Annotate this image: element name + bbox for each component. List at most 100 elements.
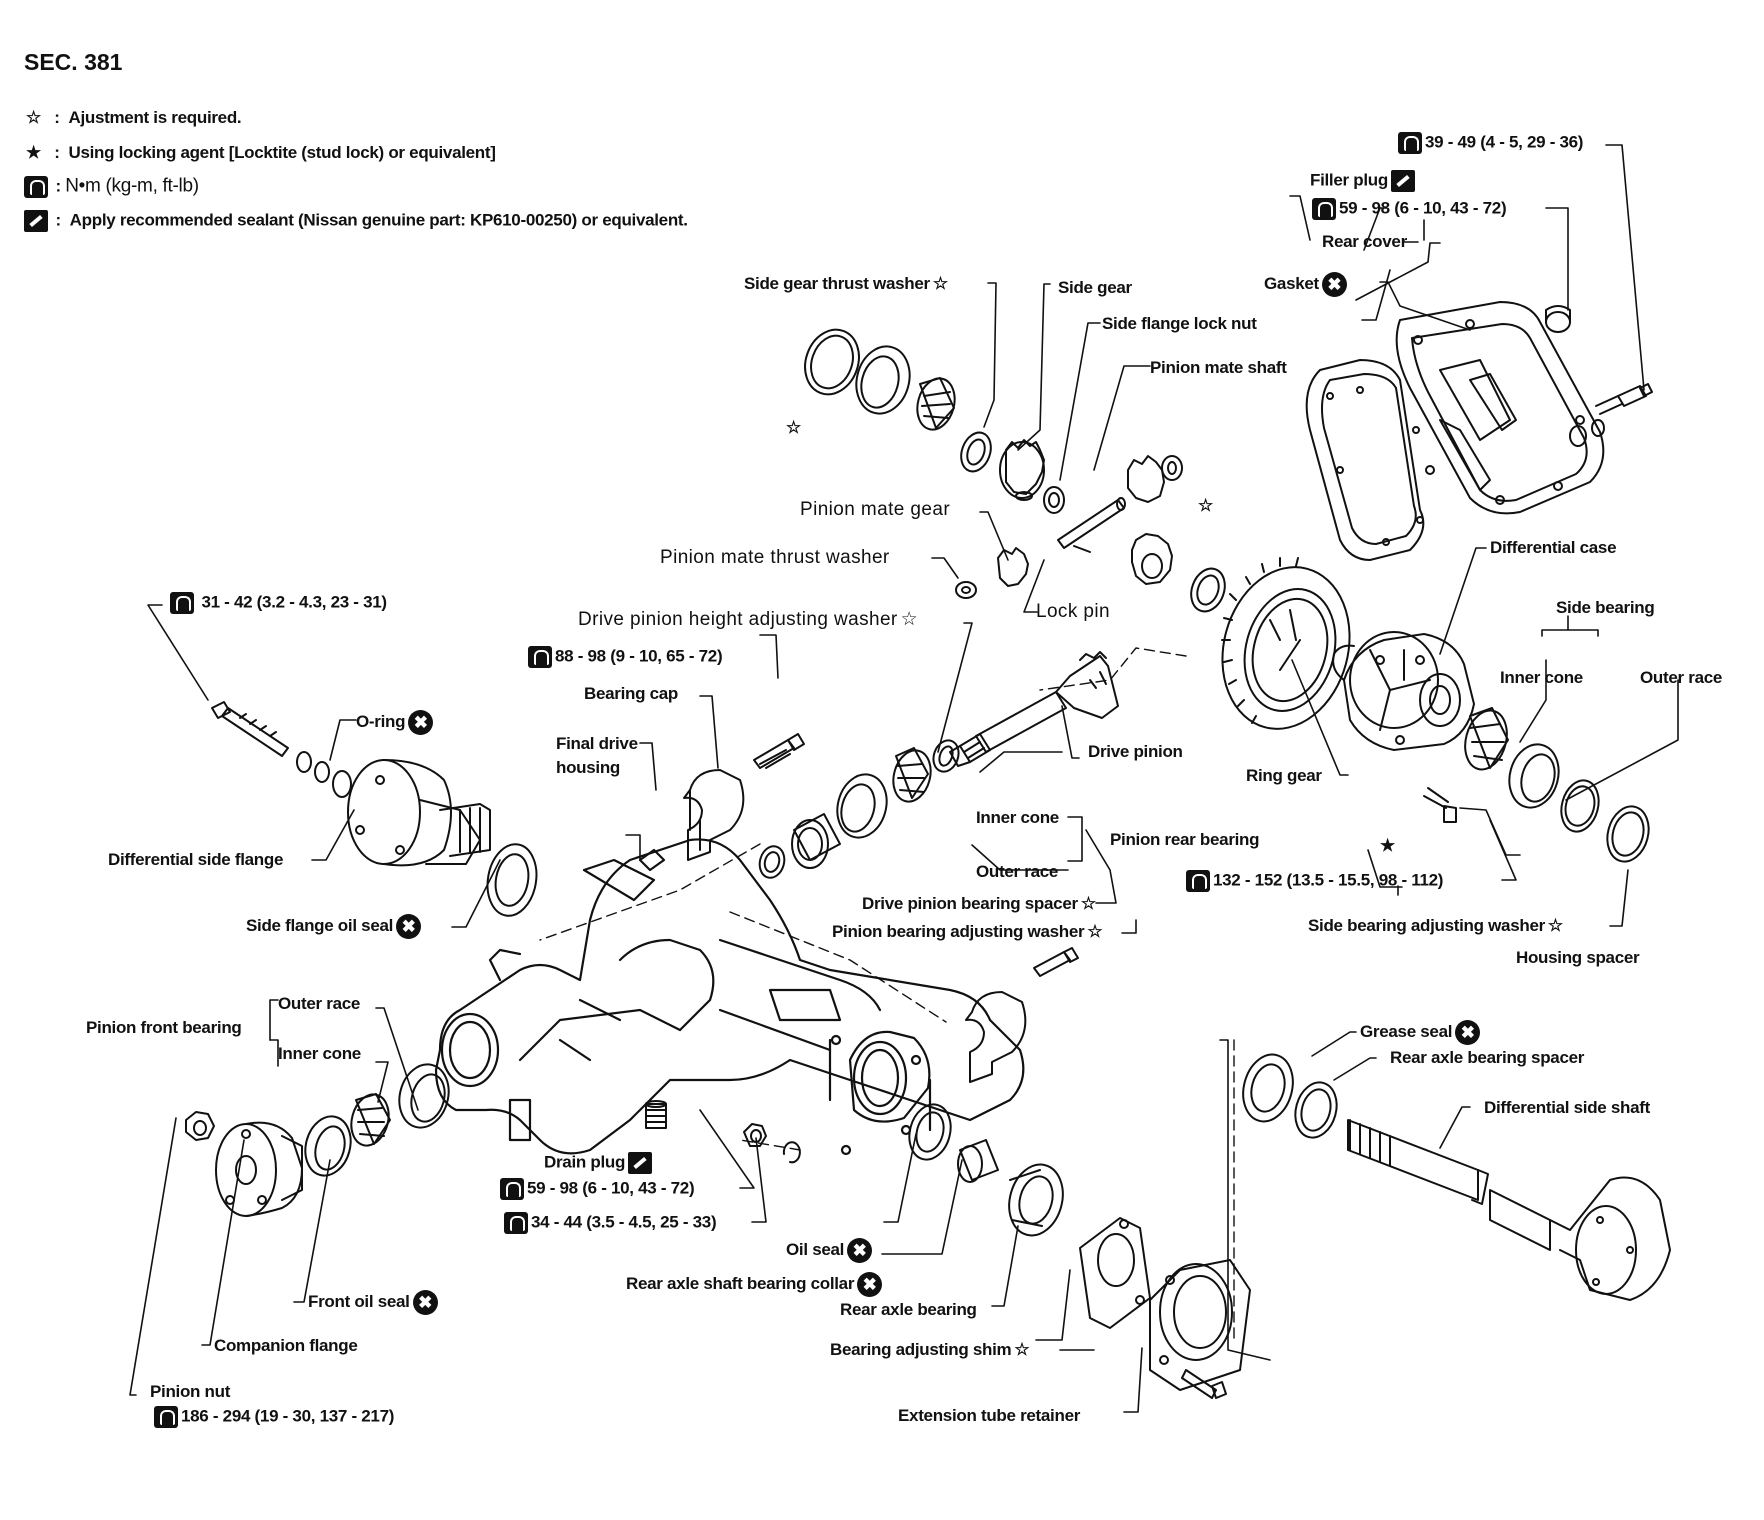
torque-bearing-cap: 88 - 98 (9 - 10, 65 - 72): [528, 646, 723, 668]
label-housing-spacer: Housing spacer: [1516, 948, 1640, 967]
filled-star-icon: ★: [26, 143, 41, 162]
label-final-drive-housing-line1: Final drive: [556, 734, 638, 753]
label-bearing-cap: Bearing cap: [584, 684, 679, 703]
grease-seal-part: [1242, 1053, 1294, 1123]
open-star-icon: ☆: [26, 108, 41, 127]
legend-adjustment: ☆ : Ajustment is required.: [26, 108, 242, 127]
drive-pinion-part: [949, 651, 1119, 767]
bracket-lines: [269, 999, 279, 1041]
drive-pinion-height-washer-part: [932, 739, 960, 773]
label-pinion-nut: Pinion nut: [150, 1382, 231, 1401]
bearing-cap-bolt-part: [753, 733, 805, 769]
torque-side-flange-bolt: 31 - 42 (3.2 - 4.3, 23 - 31): [170, 592, 387, 614]
replace-icon: ✖: [857, 1272, 883, 1297]
pinion-front-inner-cone-part: [350, 1093, 391, 1147]
label-rear-outer-race: Outer race: [976, 862, 1059, 881]
side-gear-thrust-washer-part: [804, 328, 860, 396]
housing-spacer-part: [1606, 805, 1650, 863]
torque-wrench-icon: [528, 646, 552, 668]
legend-sealant: : Apply recommended sealant (Nissan genu…: [24, 210, 688, 232]
side-flange-lock-nut-part: [1043, 486, 1065, 514]
torque-wrench-icon: [1312, 198, 1336, 220]
rear-cover-part: [1395, 301, 1605, 515]
extension-tube-retainer-part: [1149, 1259, 1251, 1391]
pinion-mate-gear-part: [997, 547, 1029, 587]
pinion-nut-part: [185, 1111, 215, 1141]
torque-pinion-nut: 186 - 294 (19 - 30, 137 - 217): [154, 1406, 394, 1428]
label-extension-tube-retainer: Extension tube retainer: [898, 1406, 1081, 1425]
oil-seal-part: [908, 1103, 952, 1161]
thrust-washer-lower-part: [1190, 567, 1226, 613]
label-rear-axle-bearing: Rear axle bearing: [840, 1300, 977, 1319]
open-star-icon: ☆: [1014, 1340, 1030, 1359]
label-differential-side-shaft: Differential side shaft: [1484, 1098, 1650, 1117]
label-differential-side-flange: Differential side flange: [108, 850, 284, 869]
center-lines: [539, 647, 1235, 1341]
side-gear-part: [999, 439, 1045, 501]
pinion-mate-thrust-washer-part: [955, 581, 977, 599]
open-star-icon: ☆: [1087, 922, 1103, 941]
bearing-cap-lower-part: [965, 947, 1079, 1083]
rear-axle-shaft-bearing-collar-part: [957, 1139, 999, 1183]
torque-wrench-icon: [1398, 132, 1422, 154]
label-lock-pin: Lock pin: [1036, 601, 1110, 622]
side-flange-washer-part: [296, 751, 352, 798]
open-star-icon: ☆: [1080, 894, 1096, 913]
label-pinion-mate-shaft: Pinion mate shaft: [1150, 358, 1287, 377]
label-grease-seal: Grease seal✖: [1360, 1020, 1481, 1045]
label-final-drive-housing-line2: housing: [556, 758, 620, 777]
side-bearing-race-part: [855, 345, 911, 415]
label-side-outer-race: Outer race: [1640, 668, 1723, 687]
label-rear-inner-cone: Inner cone: [976, 808, 1059, 827]
label-drive-pinion-height-adjusting-washer: Drive pinion height adjusting washer☆: [578, 609, 919, 630]
label-front-outer-race: Outer race: [278, 994, 361, 1013]
torque-nut: 34 - 44 (3.5 - 4.5, 25 - 33): [504, 1212, 717, 1234]
label-pinion-front-bearing: Pinion front bearing: [86, 1018, 242, 1037]
label-ring-gear: Ring gear: [1246, 766, 1322, 785]
torque-wrench-icon: [500, 1178, 524, 1200]
torque-drain-plug: 59 - 98 (6 - 10, 43 - 72): [500, 1178, 695, 1200]
label-drain-plug: Drain plug: [544, 1152, 655, 1174]
label-filler-plug: Filler plug: [1310, 170, 1418, 192]
label-companion-flange: Companion flange: [214, 1336, 358, 1355]
nut-part: [743, 1123, 801, 1164]
label-gasket: Gasket✖: [1264, 272, 1347, 297]
drain-plug-part: [645, 1100, 667, 1129]
open-star-icon: ☆: [1547, 916, 1563, 935]
final-drive-housing-part: [434, 838, 1025, 1156]
side-flange-oil-seal-part: [486, 843, 538, 917]
star-lower-washer: ☆: [1198, 496, 1213, 515]
label-front-inner-cone: Inner cone: [278, 1044, 361, 1063]
label-side-flange-lock-nut: Side flange lock nut: [1102, 314, 1257, 333]
torque-wrench-icon: [1186, 870, 1210, 892]
replace-icon: ✖: [412, 1290, 438, 1315]
replace-icon: ✖: [408, 710, 434, 735]
ring-gear-part: [1221, 557, 1351, 730]
pinion-bearing-adjusting-washer-part: [758, 845, 786, 879]
label-o-ring: O-ring✖: [356, 710, 434, 735]
differential-side-shaft-part: [1347, 1119, 1671, 1301]
sealant-icon: [1390, 170, 1415, 192]
label-rear-axle-bearing-spacer: Rear axle bearing spacer: [1390, 1048, 1585, 1067]
gasket-part: [1305, 359, 1425, 561]
replace-icon: ✖: [396, 914, 422, 939]
rear-axle-bearing-part: [1008, 1163, 1064, 1237]
legend-locking: ★ : Using locking agent [Locktite (stud …: [26, 143, 496, 162]
open-star-icon: ☆: [932, 274, 948, 293]
pinion-front-outer-race-part: [398, 1063, 450, 1129]
sealant-icon: [628, 1152, 653, 1174]
side-bearing-adjusting-washer-part: [1560, 779, 1600, 833]
pinion-mate-shaft-part: [1057, 497, 1126, 549]
torque-ring-gear-bolt: 132 - 152 (13.5 - 15.5, 98 - 112): [1186, 870, 1443, 892]
label-side-gear: Side gear: [1058, 278, 1132, 297]
section-number: SEC. 381: [24, 49, 123, 75]
differential-case-part: [1332, 631, 1475, 751]
side-bearing-cone-part: [916, 377, 956, 431]
label-pinion-mate-gear: Pinion mate gear: [800, 499, 951, 520]
pinion-rear-outer-race-part: [836, 773, 888, 839]
torque-wrench-icon: [154, 1406, 178, 1428]
replace-icon: ✖: [1321, 272, 1347, 297]
companion-flange-part: [215, 1121, 303, 1217]
